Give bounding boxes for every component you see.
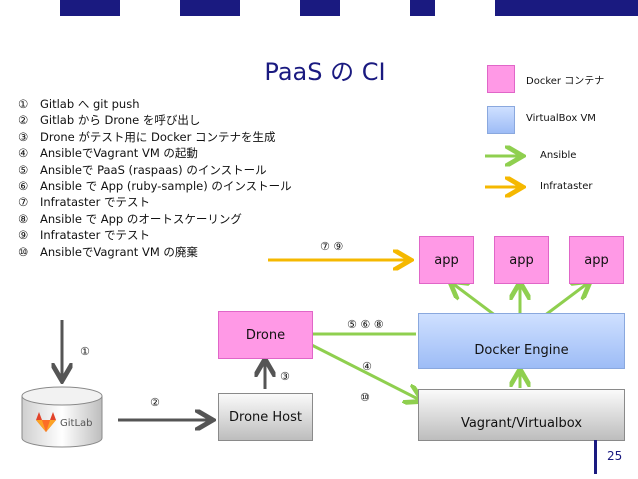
step-number: ⑧ — [18, 211, 29, 226]
step-list: ① Gitlab へ git push ② Gitlab から Drone を呼び出… — [18, 96, 292, 260]
legend-ansible-label: Ansible — [540, 150, 577, 161]
arrow-label-3: ③ — [280, 370, 290, 383]
page-number-bar — [594, 440, 597, 474]
app-container-3: app — [569, 236, 624, 284]
step-number: ③ — [18, 129, 29, 144]
step-text: Ansible で App のオートスケーリング — [40, 211, 242, 226]
step-item: ⑨ Infrataster でテスト — [18, 227, 292, 243]
step-number: ⑥ — [18, 178, 29, 193]
step-number: ⑨ — [18, 228, 29, 243]
step-item: ⑩ AnsibleでVagrant VM の廃棄 — [18, 244, 292, 260]
step-item: ④ AnsibleでVagrant VM の起動 — [18, 145, 292, 161]
step-item: ⑤ Ansibleで PaaS (raspaas) のインストール — [18, 162, 292, 178]
step-item: ⑧ Ansible で App のオートスケーリング — [18, 211, 292, 227]
legend-docker-label: Docker コンテナ — [526, 76, 605, 87]
page-number: 25 — [607, 449, 623, 463]
top-band — [0, 0, 638, 16]
legend-vbox-swatch — [487, 106, 515, 134]
arrow-label-2: ② — [150, 396, 160, 409]
drone-host: Drone Host — [218, 393, 313, 441]
step-text: AnsibleでVagrant VM の起動 — [40, 146, 198, 161]
app-container-1: app — [419, 236, 474, 284]
step-text: Infrataster でテスト — [40, 195, 151, 210]
step-number: ① — [18, 97, 29, 111]
legend-infrataster-label: Infrataster — [540, 181, 593, 192]
step-item: ⑥ Ansible で App (ruby-sample) のインストール — [18, 178, 292, 194]
step-text: Ansibleで PaaS (raspaas) のインストール — [40, 162, 267, 177]
step-number: ⑩ — [18, 244, 29, 259]
arrow-label-568: ⑤ ⑥ ⑧ — [347, 318, 384, 331]
drone-container: Drone — [218, 311, 313, 359]
step-item: ③ Drone がテスト用に Docker コンテナを生成 — [18, 129, 292, 145]
legend-vbox-label: VirtualBox VM — [526, 113, 596, 124]
page-title: PaaS の CI — [264, 58, 386, 86]
step-number: ④ — [18, 146, 29, 161]
step-number: ⑤ — [18, 162, 29, 177]
arrow-label-1: ① — [80, 345, 90, 358]
step-text: Drone がテスト用に Docker コンテナを生成 — [40, 129, 276, 144]
step-item: ① Gitlab へ git push — [18, 96, 292, 112]
arrow-label-10: ⑩ — [360, 391, 370, 404]
step-number: ② — [18, 113, 29, 128]
gitlab-logo — [36, 412, 56, 432]
step-number: ⑦ — [18, 195, 29, 210]
vagrant-virtualbox: Vagrant/Virtualbox — [418, 389, 625, 441]
step-item: ⑦ Infrataster でテスト — [18, 194, 292, 210]
step-text: AnsibleでVagrant VM の廃棄 — [40, 244, 198, 259]
step-text: Ansible で App (ruby-sample) のインストール — [40, 178, 292, 193]
step-text: Gitlab から Drone を呼び出し — [40, 113, 201, 128]
docker-engine-vm: Docker Engine — [418, 313, 625, 369]
app-container-2: app — [494, 236, 549, 284]
legend-docker-swatch — [487, 65, 515, 93]
gitlab-label: GitLab — [60, 418, 93, 429]
step-text: Gitlab へ git push — [40, 97, 140, 111]
step-item: ② Gitlab から Drone を呼び出し — [18, 112, 292, 128]
arrow-label-4: ④ — [362, 360, 372, 373]
step-text: Infrataster でテスト — [40, 228, 151, 243]
gitlab-database — [21, 386, 103, 448]
arrow-label-79: ⑦ ⑨ — [320, 240, 344, 253]
